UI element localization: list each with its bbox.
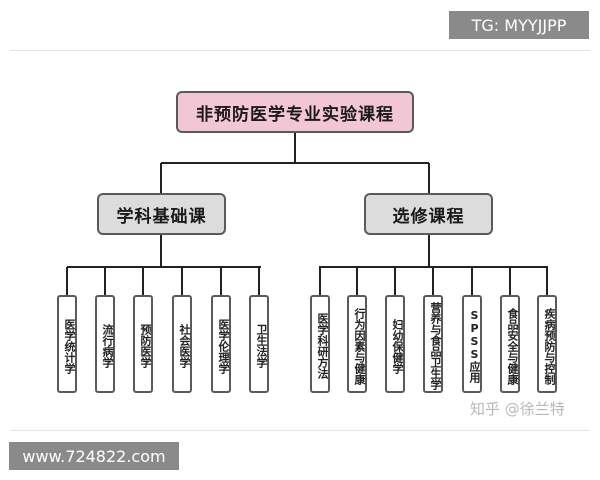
leaf-node: 流行病学 bbox=[95, 295, 115, 393]
leaf-node: 营养与食品卫生学 bbox=[423, 295, 443, 393]
divider-top bbox=[10, 50, 590, 51]
root-node: 非预防医学专业实验课程 bbox=[176, 91, 414, 133]
leaf-node: 妇幼保健学 bbox=[385, 295, 405, 393]
category-node-basic: 学科基础课 bbox=[97, 193, 226, 235]
tg-watermark: TG: MYYJJPP bbox=[449, 11, 589, 39]
zhihu-watermark: 知乎 @徐兰特 bbox=[470, 400, 565, 418]
site-watermark: www.724822.com bbox=[9, 442, 179, 470]
leaf-node: 食品安全与健康 bbox=[500, 295, 520, 393]
leaf-node: 医学统计学 bbox=[57, 295, 77, 393]
leaf-node: 医学伦理学 bbox=[211, 295, 231, 393]
leaf-node: 卫生法学 bbox=[249, 295, 269, 393]
divider-bottom bbox=[10, 430, 590, 431]
leaf-node: SPSS应用 bbox=[462, 295, 482, 393]
leaf-node: 医学科研方法 bbox=[310, 295, 330, 393]
leaf-node: 社会医学 bbox=[172, 295, 192, 393]
leaf-node: 行为因素与健康 bbox=[347, 295, 367, 393]
leaf-node: 疾病预防与控制 bbox=[537, 295, 557, 393]
category-node-elective: 选修课程 bbox=[364, 193, 493, 235]
leaf-node: 预防医学 bbox=[133, 295, 153, 393]
